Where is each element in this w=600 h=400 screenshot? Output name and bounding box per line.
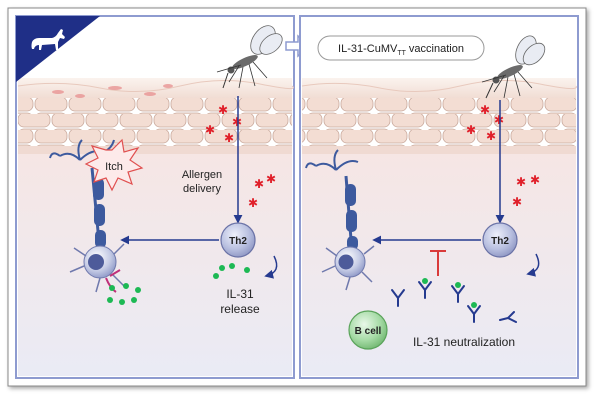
horse-icon [31, 29, 65, 50]
svg-text:✱: ✱ [218, 103, 228, 117]
inhibition-symbol [430, 250, 446, 276]
svg-text:✱: ✱ [205, 123, 215, 137]
mosquito-icon [481, 35, 546, 99]
th2-cell: Th2 [482, 222, 518, 258]
vaccination-badge: IL-31-CuMVTT vaccination [317, 35, 485, 61]
sensory-neuron [49, 139, 125, 293]
skin-irritation-marks [52, 84, 173, 98]
svg-text:✱: ✱ [530, 173, 540, 187]
sensory-neuron [305, 149, 375, 291]
svg-text:✱: ✱ [248, 196, 258, 210]
allergen-particles: ✱ ✱ ✱ ✱ ✱ ✱ ✱ [205, 103, 276, 210]
svg-text:IL-31-CuMVTT vaccination: IL-31-CuMVTT vaccination [338, 43, 464, 57]
vaccination-label-prefix: IL-31-CuMV [338, 43, 398, 55]
vaccination-label-suffix: vaccination [406, 43, 464, 55]
svg-text:✱: ✱ [516, 175, 526, 189]
il31-neutralization-label: IL-31 neutralization [413, 335, 515, 349]
left-panel: ✱ ✱ ✱ ✱ ✱ ✱ ✱ Allergen delivery Itch [15, 15, 295, 379]
svg-text:✱: ✱ [494, 113, 504, 127]
svg-text:✱: ✱ [512, 195, 522, 209]
th2-label: Th2 [491, 236, 509, 247]
release-curve-arrow [526, 253, 540, 277]
th2-cell: Th2 [220, 222, 256, 258]
svg-text:✱: ✱ [466, 123, 476, 137]
allergen-particles: ✱ ✱ ✱ ✱ ✱ ✱ ✱ [466, 103, 540, 209]
itch-label: Itch [105, 161, 123, 173]
svg-text:✱: ✱ [480, 103, 490, 117]
itch-burst: Itch [84, 138, 144, 192]
antibodies [391, 281, 517, 323]
b-cell: B cell [348, 310, 388, 350]
allergen-delivery-label-1: Allergen [182, 169, 222, 181]
il31-release-label-2: release [220, 302, 260, 316]
svg-text:✱: ✱ [254, 177, 264, 191]
il31-molecules [107, 263, 250, 305]
neutralized-il31 [422, 278, 477, 308]
right-panel: IL-31-CuMVTT vaccination ✱ ✱ ✱ ✱ ✱ ✱ ✱ [299, 15, 579, 379]
release-curve-arrow [264, 255, 278, 279]
svg-text:✱: ✱ [486, 129, 496, 143]
allergen-delivery-label-2: delivery [183, 183, 221, 195]
svg-text:✱: ✱ [266, 172, 276, 186]
b-cell-label: B cell [355, 326, 382, 337]
svg-text:✱: ✱ [232, 115, 242, 129]
svg-text:✱: ✱ [224, 131, 234, 145]
species-header [16, 16, 100, 82]
th2-label: Th2 [229, 236, 247, 247]
il31-release-label-1: IL-31 [226, 287, 254, 301]
vaccination-label-subscript: TT [397, 50, 406, 57]
mosquito-icon [216, 25, 283, 89]
